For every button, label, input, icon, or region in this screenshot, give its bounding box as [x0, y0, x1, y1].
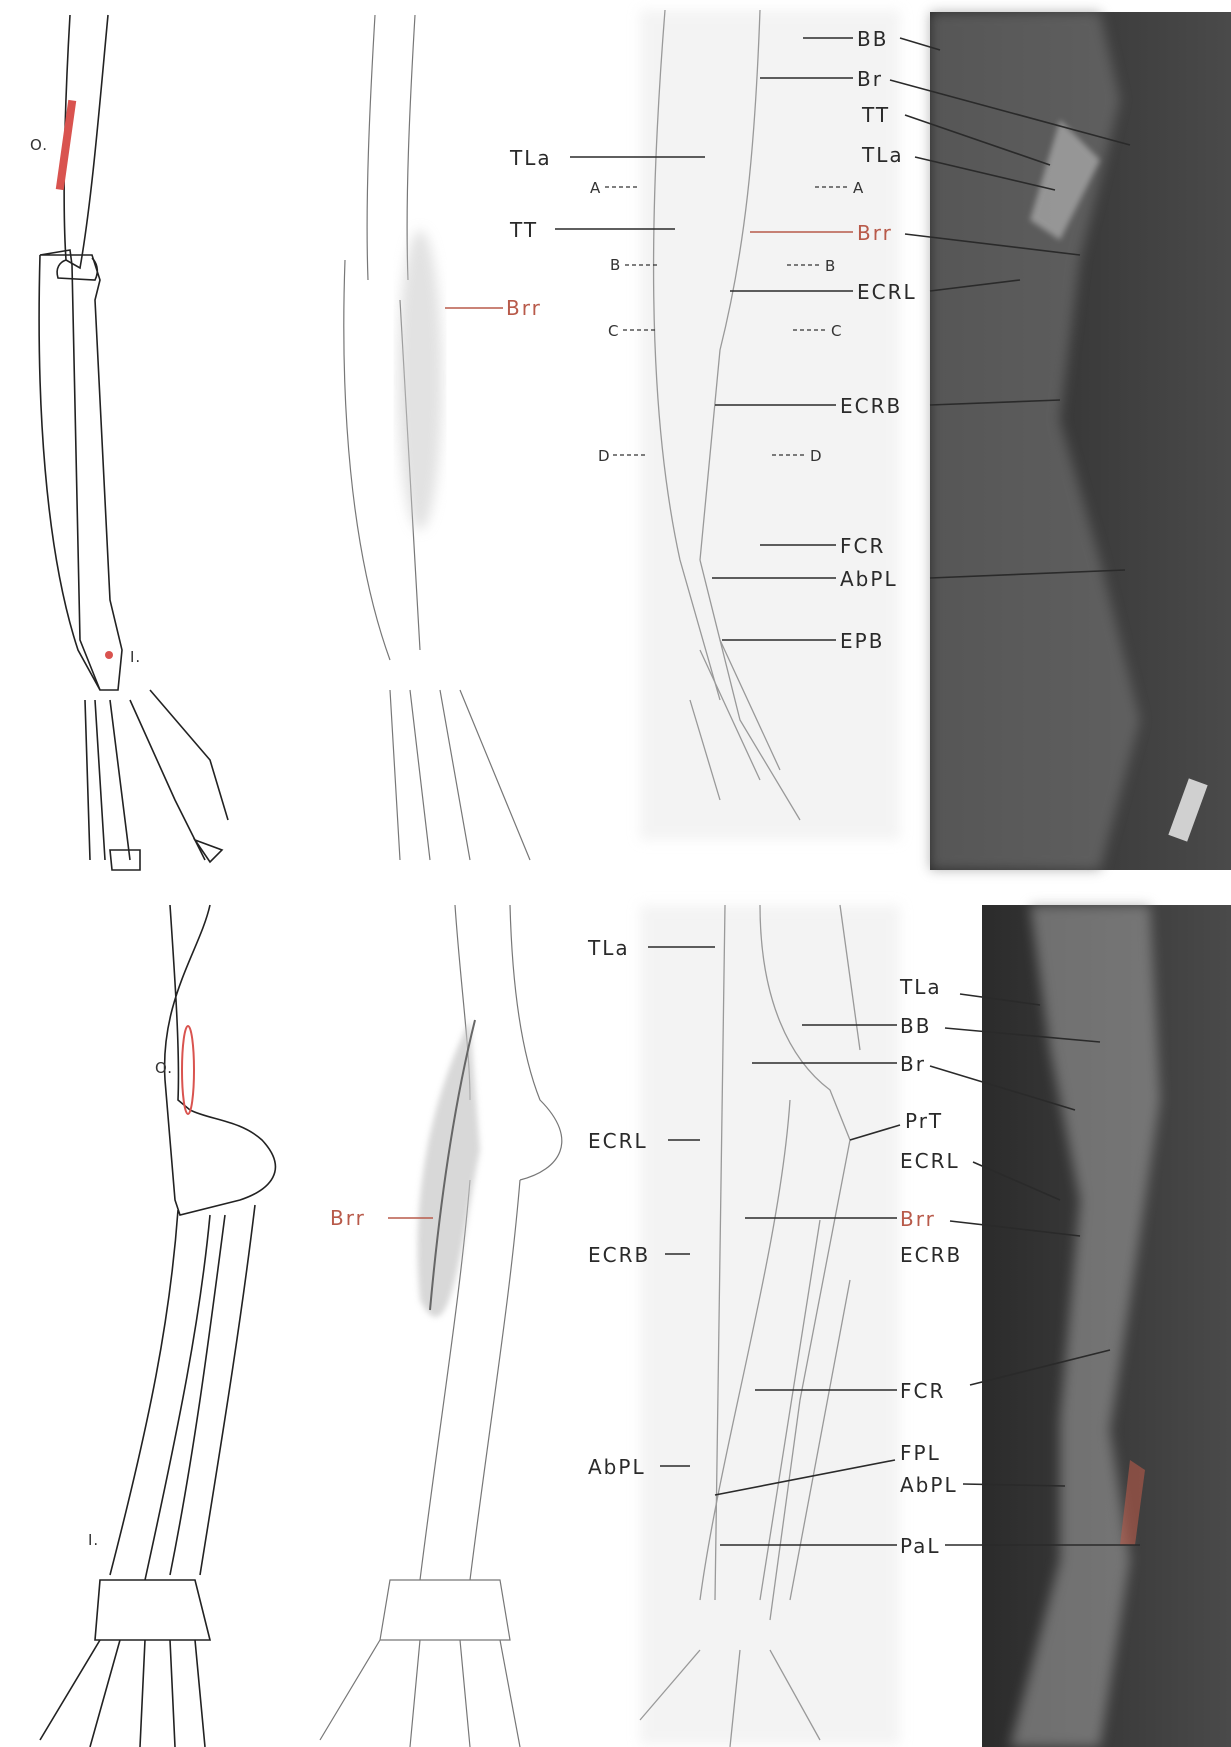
bottom-label-fcr: FCR [900, 1379, 945, 1403]
svg-text:D: D [598, 447, 611, 465]
top-label-tla: TLa [509, 146, 552, 170]
bottom-label-tla: TLa [587, 936, 630, 960]
top-photo [930, 12, 1231, 870]
bottom-photo-label-abpl: AbPL [900, 1473, 958, 1497]
svg-text:A: A [853, 179, 864, 197]
bottom-origin-label: O. [155, 1059, 173, 1077]
bottom-photo [982, 905, 1231, 1747]
top-label-bb: BB [857, 27, 888, 51]
top-insertion-highlight [105, 651, 113, 659]
bottom-middle-arm [320, 905, 562, 1747]
bottom-origin-highlight [182, 1026, 194, 1114]
bottom-label-fpl: FPL [900, 1441, 941, 1465]
top-label-abpl: AbPL [840, 567, 898, 591]
svg-text:C: C [608, 322, 619, 340]
bottom-middle-label: Brr [330, 1206, 366, 1230]
top-label-epb: EPB [840, 629, 884, 653]
svg-text:D: D [810, 447, 823, 465]
bottom-label-ecrl: ECRL [588, 1129, 648, 1153]
bottom-label-prt: PrT [905, 1109, 943, 1133]
top-insertion-label: I. [130, 648, 141, 666]
bottom-label-bb: BB [900, 1014, 931, 1038]
top-label-tt: TT [509, 218, 538, 242]
svg-text:C: C [831, 322, 842, 340]
top-middle-arm [344, 15, 530, 860]
bottom-photo-label-ecrl: ECRL [900, 1149, 960, 1173]
bottom-label-abpl: AbPL [588, 1455, 646, 1479]
bottom-label-ecrb: ECRB [588, 1243, 650, 1267]
top-origin-label: O. [30, 136, 48, 154]
svg-text:B: B [610, 256, 621, 274]
top-label-ecrl: ECRL [857, 280, 917, 304]
top-dissection [640, 10, 900, 840]
top-label-brr: Brr [857, 221, 893, 245]
top-label-fcr: FCR [840, 534, 885, 558]
bottom-skeleton [40, 905, 275, 1747]
bottom-label-br: Br [900, 1052, 926, 1076]
bottom-dissection [640, 905, 900, 1747]
bottom-label-pal: PaL [900, 1534, 941, 1558]
bottom-label-brr: Brr [900, 1207, 936, 1231]
top-photo-label-tla: TLa [861, 143, 904, 167]
top-middle-label: Brr [506, 296, 542, 320]
bottom-insertion-label: I. [88, 1531, 99, 1549]
top-label-ecrb: ECRB [840, 394, 902, 418]
top-label-br: Br [857, 67, 883, 91]
bottom-photo-label-ecrb: ECRB [900, 1243, 962, 1267]
svg-text:A: A [590, 179, 601, 197]
bottom-photo-label-tla: TLa [899, 975, 942, 999]
top-photo-label-tt: TT [861, 103, 890, 127]
svg-text:B: B [825, 257, 836, 275]
